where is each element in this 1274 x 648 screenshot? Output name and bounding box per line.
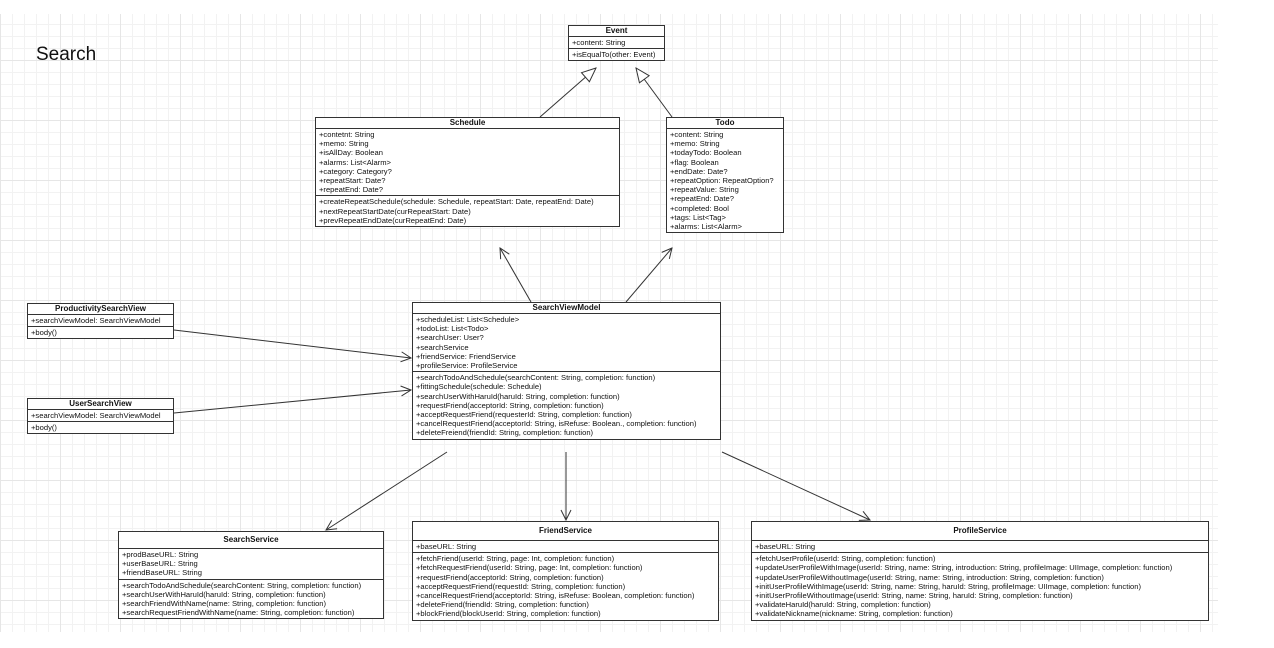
class-attribute: +searchViewModel: SearchViewModel [31,316,161,325]
class-attributes: +prodBaseURL: String +userBaseURL: Strin… [119,549,383,580]
class-attribute: +isAllDay: Boolean [319,148,383,158]
class-method: +searchTodoAndSchedule(searchContent: St… [122,580,362,590]
class-methods: +createRepeatSchedule(schedule: Schedule… [316,196,619,226]
class-schedule[interactable]: Schedule +contetnt: String +memo: String… [315,117,620,228]
class-method: +requestFriend(acceptorId: String, compl… [416,572,604,582]
class-method: +createRepeatSchedule(schedule: Schedule… [319,197,594,207]
class-attribute: +content: String [670,130,724,139]
class-method: +body() [31,423,57,433]
class-name: Event [569,26,664,37]
class-event[interactable]: Event +content: String +isEqualTo(other:… [568,25,665,62]
class-attribute: +flag: Boolean [670,157,719,167]
class-method: +nextRepeatStartDate(curRepeatStart: Dat… [319,206,471,216]
class-attribute: +tags: List<Tag> [670,212,726,222]
class-methods: +body() [28,327,173,338]
class-method: +prevRepeatEndDate(curRepeatEnd: Date) [319,215,467,225]
class-method: +cancelRequestFriend(acceptorId: String,… [416,591,695,601]
class-name: FriendService [413,522,718,541]
class-methods: +fetchFriend(userId: String, page: Int, … [413,553,718,619]
class-method: +isEqualTo(other: Event) [572,50,656,60]
class-name: SearchService [119,532,383,549]
class-attributes: +content: String [569,37,664,50]
class-method: +requestFriend(acceptorId: String, compl… [416,400,604,410]
class-method: +fetchRequestFriend(userId: String, page… [416,563,643,573]
class-method: +searchRequestFriendWithName(name: Strin… [122,608,355,618]
class-method: +initUserProfileWithoutImage(userId: Str… [755,591,1073,601]
class-method: +cancelRequestFriend(acceptorId: String,… [416,419,697,429]
class-name: SearchViewModel [413,303,720,314]
class-attribute: +profileService: ProfileService [416,361,518,371]
class-attributes: +contetnt: String +memo: String +isAllDa… [316,129,619,197]
class-method: +fetchUserProfile(userId: String, comple… [755,554,936,564]
class-method: +deleteFreiend(friendId: String, complet… [416,428,594,438]
class-attribute: +friendBaseURL: String [122,568,202,578]
class-method: +searchFriendWithName(name: String, comp… [122,599,327,609]
class-method: +searchTodoAndSchedule(searchContent: St… [416,373,656,383]
diagram-title: Search [36,44,97,65]
class-attribute: +baseURL: String [755,542,816,551]
class-user-search-view[interactable]: UserSearchView +searchViewModel: SearchV… [27,398,174,435]
class-methods: +fetchUserProfile(userId: String, comple… [752,553,1208,619]
class-attribute: +content: String [572,38,626,47]
class-attribute: +prodBaseURL: String [122,550,199,559]
class-method: +deleteFriend(friendId: String, completi… [416,600,589,610]
class-attribute: +scheduleList: List<Schedule> [416,315,520,324]
class-attributes: +searchViewModel: SearchViewModel [28,315,173,328]
class-attributes: +scheduleList: List<Schedule> +todoList:… [413,314,720,373]
class-attribute: +repeatValue: String [670,185,739,195]
class-attribute: +friendService: FriendService [416,351,516,361]
class-attribute: +userBaseURL: String [122,559,198,569]
class-attribute: +memo: String [319,139,369,149]
class-attribute: +repeatEnd: Date? [319,185,383,195]
class-productivity-search-view[interactable]: ProductivitySearchView +searchViewModel:… [27,303,174,340]
class-method: +validateNickname(nickname: String, comp… [755,609,953,619]
class-attributes: +baseURL: String [413,541,718,554]
class-attribute: +repeatEnd: Date? [670,194,734,204]
class-search-view-model[interactable]: SearchViewModel +scheduleList: List<Sche… [412,302,721,440]
class-attributes: +content: String +memo: String +todayTod… [667,129,783,232]
class-attribute: +repeatOption: RepeatOption? [670,176,774,186]
class-method: +acceptRequestFriend(requestId: String, … [416,581,626,591]
class-attribute: +alarms: List<Alarm> [319,157,391,167]
class-method: +updateUserProfileWithoutImage(userId: S… [755,572,1104,582]
class-attribute: +searchViewModel: SearchViewModel [31,411,161,420]
class-attribute: +searchService [416,342,469,352]
class-friend-service[interactable]: FriendService +baseURL: String +fetchFri… [412,521,719,621]
class-method: +initUserProfileWithImage(userId: String… [755,581,1141,591]
class-profile-service[interactable]: ProfileService +baseURL: String +fetchUs… [751,521,1209,621]
class-attribute: +todoList: List<Todo> [416,324,489,334]
class-method: +fittingSchedule(schedule: Schedule) [416,382,542,392]
class-name: UserSearchView [28,399,173,410]
class-method: +fetchFriend(userId: String, page: Int, … [416,554,615,564]
class-attribute: +memo: String [670,139,720,149]
class-attribute: +repeatStart: Date? [319,176,386,186]
class-attribute: +category: Category? [319,166,392,176]
class-method: +body() [31,328,57,338]
class-attribute: +completed: Bool [670,203,729,213]
class-method: +acceptRequestFriend(requesterId: String… [416,410,632,420]
class-name: ProfileService [752,522,1208,541]
class-name: Todo [667,118,783,129]
class-name: Schedule [316,118,619,129]
class-search-service[interactable]: SearchService +prodBaseURL: String +user… [118,531,384,620]
class-method: +blockFriend(blockUserId: String, comple… [416,609,601,619]
class-methods: +searchTodoAndSchedule(searchContent: St… [119,580,383,619]
class-attribute: +endDate: Date? [670,166,728,176]
class-method: +validateHaruId(haruId: String, completi… [755,600,931,610]
class-attribute: +contetnt: String [319,130,375,139]
class-name: ProductivitySearchView [28,304,173,315]
class-attributes: +searchViewModel: SearchViewModel [28,410,173,423]
class-attribute: +searchUser: User? [416,333,484,343]
class-attribute: +todayTodo: Boolean [670,148,742,158]
class-methods: +searchTodoAndSchedule(searchContent: St… [413,372,720,438]
class-attribute: +alarms: List<Alarm> [670,222,742,232]
class-method: +updateUserProfileWithImage(userId: Stri… [755,563,1173,573]
class-methods: +body() [28,422,173,433]
class-methods: +isEqualTo(other: Event) [569,49,664,60]
class-method: +searchUserWithHaruId(haruId: String, co… [416,391,620,401]
class-todo[interactable]: Todo +content: String +memo: String +tod… [666,117,784,234]
class-attributes: +baseURL: String [752,541,1208,554]
class-method: +searchUserWithHaruId(haruId: String, co… [122,589,326,599]
class-attribute: +baseURL: String [416,542,477,551]
